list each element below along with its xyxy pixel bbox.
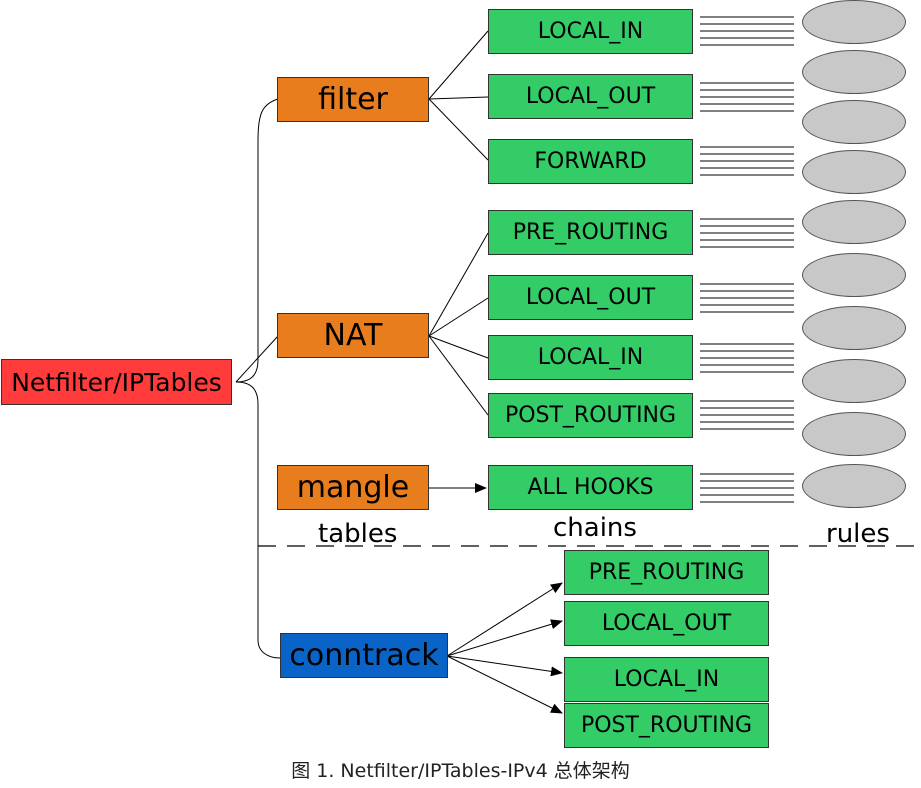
chain-mangle-all-hooks: ALL HOOKS: [488, 465, 693, 510]
rule-ellipse: [802, 464, 906, 508]
nat-link-1: [428, 232, 489, 337]
filter-link-3: [428, 98, 489, 161]
chain-nat-post-routing: POST_ROUTING: [488, 393, 693, 438]
rule-ellipse: [802, 306, 906, 350]
table-mangle: mangle: [277, 465, 429, 510]
rule-line-groups: [700, 16, 794, 503]
legend-tables: tables: [318, 519, 398, 549]
legend-rules: rules: [826, 519, 890, 549]
chain-nat-pre-routing: PRE_ROUTING: [488, 210, 693, 255]
rule-ellipse: [802, 100, 906, 144]
rule-ellipse: [802, 50, 906, 94]
rule-ellipse: [802, 150, 906, 194]
chain-nat-local-out: LOCAL_OUT: [488, 275, 693, 320]
chain-nat-local-in: LOCAL_IN: [488, 335, 693, 380]
table-filter: filter: [277, 77, 429, 122]
conntrack-arrow-4: [446, 655, 563, 714]
rule-ellipse: [802, 0, 906, 44]
table-nat: NAT: [277, 313, 429, 358]
rule-ellipse: [802, 359, 906, 403]
chain-filter-local-in: LOCAL_IN: [488, 9, 693, 54]
rule-ellipse: [802, 253, 906, 297]
table-conntrack: conntrack: [280, 633, 448, 678]
root-netfilter-iptables: Netfilter/IPTables: [1, 359, 232, 405]
nat-link-3: [428, 335, 489, 359]
chain-conntrack-local-in: LOCAL_IN: [564, 657, 769, 702]
nat-link-2: [428, 297, 489, 337]
chain-conntrack-local-out: LOCAL_OUT: [564, 601, 769, 646]
conntrack-arrow-2: [446, 619, 563, 657]
chain-conntrack-pre-routing: PRE_ROUTING: [564, 550, 769, 595]
conntrack-arrow-1: [446, 582, 563, 657]
chain-conntrack-post-routing: POST_ROUTING: [564, 703, 769, 748]
root-brace: [235, 98, 281, 659]
rule-ellipse: [802, 412, 906, 456]
figure-caption: 图 1. Netfilter/IPTables-IPv4 总体架构: [291, 760, 630, 782]
nat-link-4: [428, 335, 489, 416]
rule-ellipse: [802, 200, 906, 244]
root-to-nat-line: [235, 335, 279, 383]
filter-link-2: [428, 96, 489, 100]
legend-chains: chains: [553, 513, 637, 543]
conntrack-arrow-3: [446, 655, 563, 677]
chain-filter-local-out: LOCAL_OUT: [488, 74, 693, 119]
chain-filter-forward: FORWARD: [488, 139, 693, 184]
filter-link-1: [428, 30, 489, 100]
